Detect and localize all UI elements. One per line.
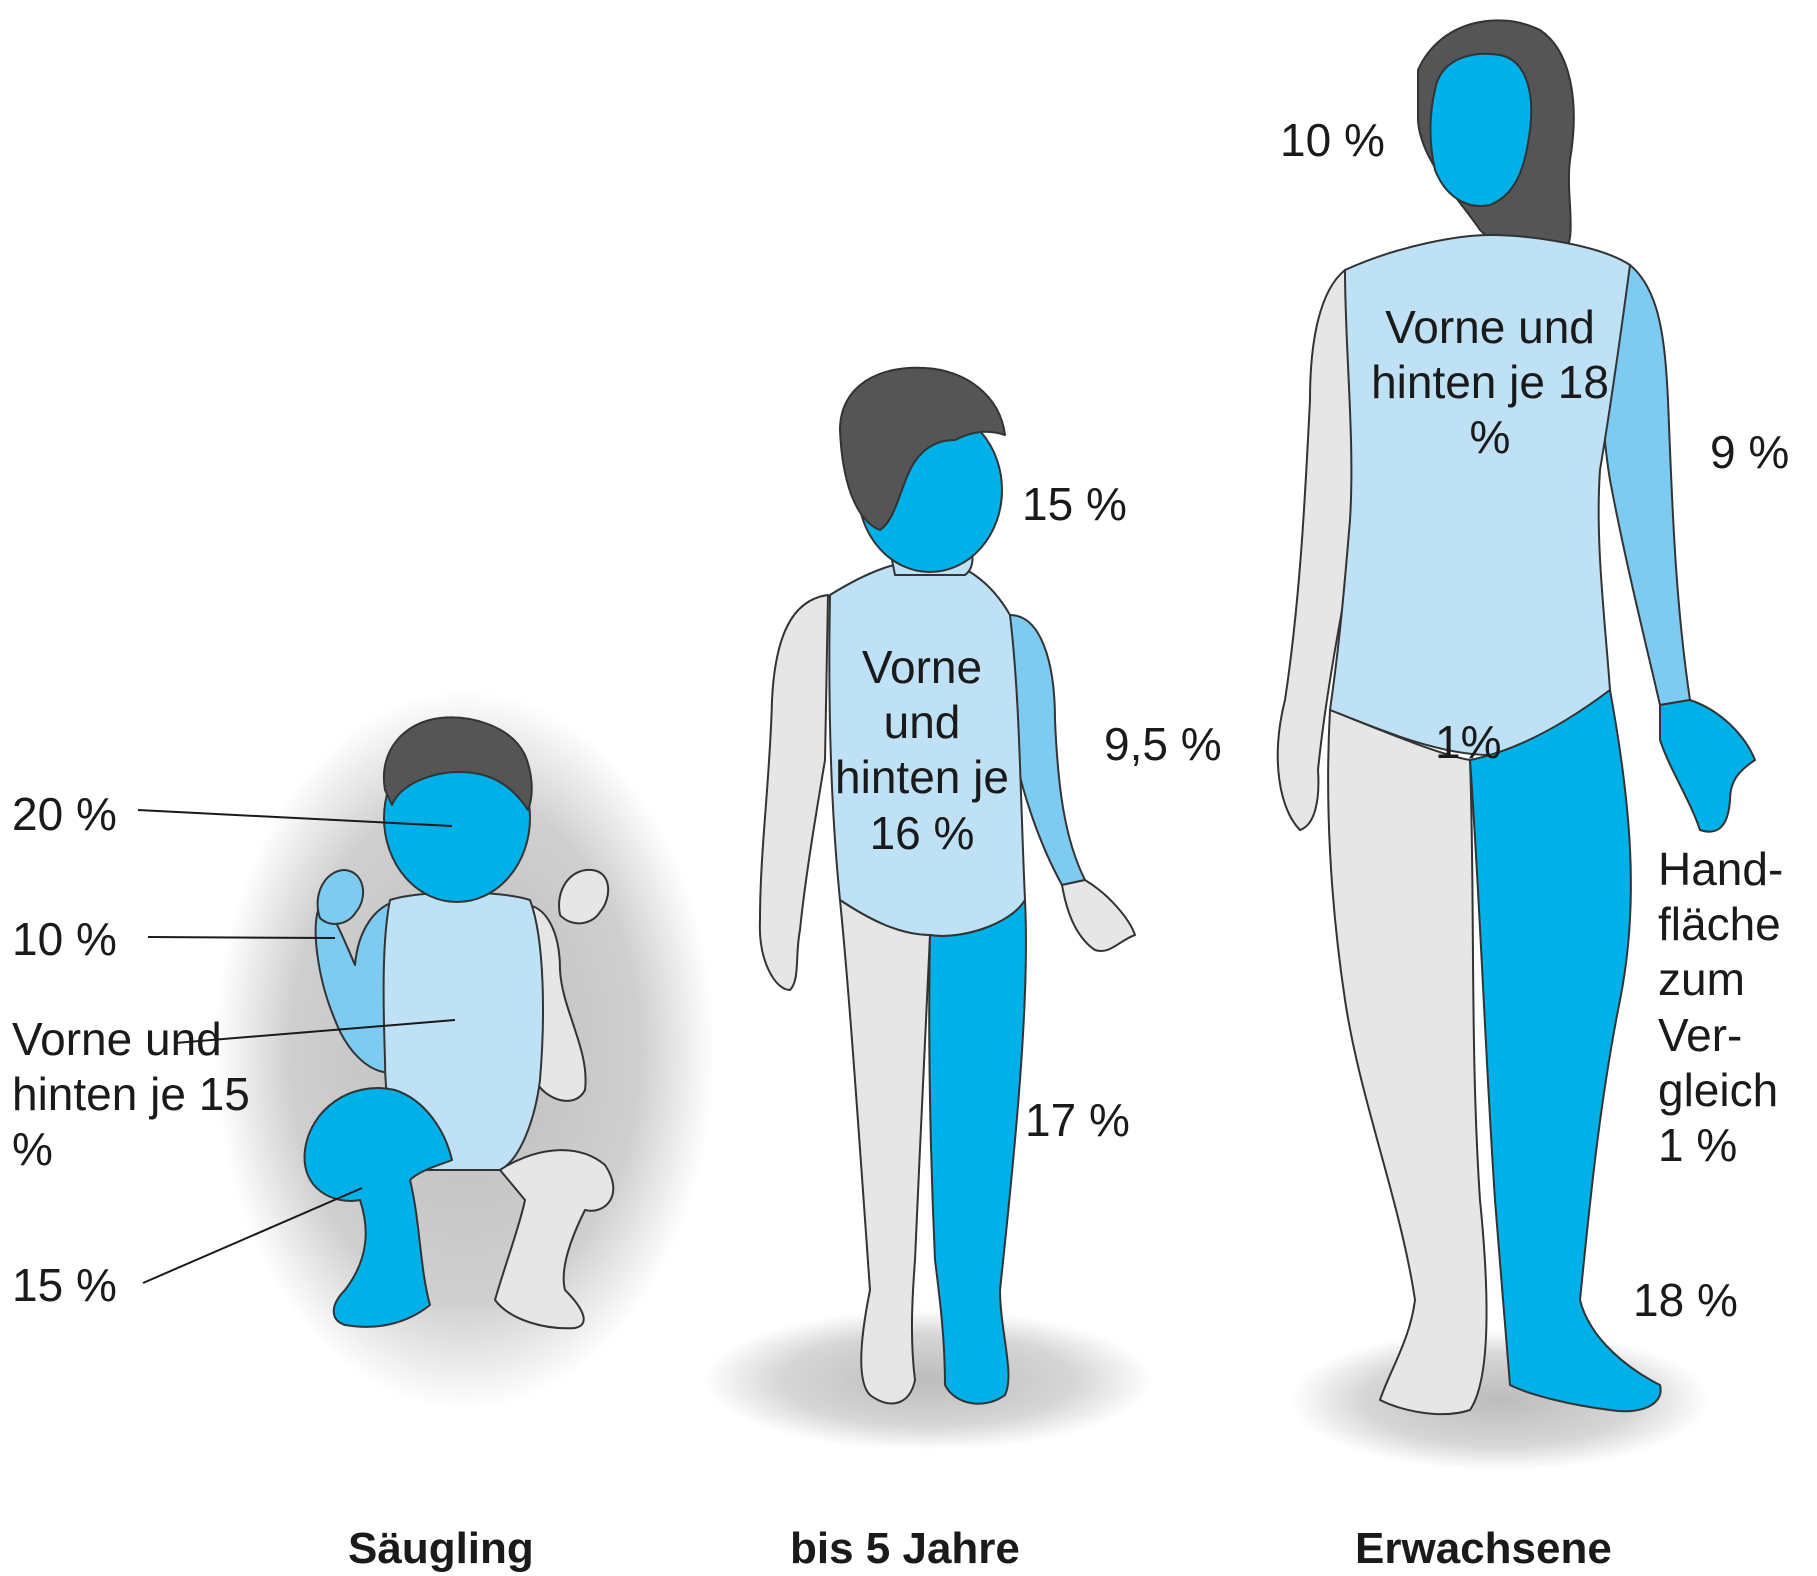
child-left-hand xyxy=(1062,880,1135,951)
adult-right-leg xyxy=(1328,710,1486,1414)
adult-left-hand xyxy=(1660,700,1755,832)
infant-figure xyxy=(215,690,715,1410)
infant-torso-label: Vorne und hinten je 15 % xyxy=(12,1012,272,1178)
adult-arm-label: 9 % xyxy=(1710,425,1789,480)
infant-arm-label: 10 % xyxy=(12,912,117,967)
adult-face xyxy=(1430,54,1531,206)
adult-genital-label: 1% xyxy=(1435,715,1501,770)
infant-head-label: 20 % xyxy=(12,787,117,842)
adult-figure xyxy=(1278,20,1755,1470)
child-arm-label: 9,5 % xyxy=(1104,717,1222,772)
adult-caption: Erwachsene xyxy=(1355,1524,1612,1574)
child-shadow xyxy=(703,1310,1153,1450)
child-torso-label: Vorne und hinten je 16 % xyxy=(832,640,1012,861)
child-caption: bis 5 Jahre xyxy=(790,1524,1020,1574)
infant-leg-label: 15 % xyxy=(12,1258,117,1313)
adult-head-label: 10 % xyxy=(1280,113,1385,168)
pointer-arm xyxy=(148,937,335,938)
infant-caption: Säugling xyxy=(348,1524,534,1574)
child-leg-label: 17 % xyxy=(1025,1093,1130,1148)
child-right-arm xyxy=(760,595,828,990)
adult-leg-label: 18 % xyxy=(1633,1273,1738,1328)
adult-palm-label: Hand­fläche zum Ver­gleich 1 % xyxy=(1658,842,1808,1173)
child-head-label: 15 % xyxy=(1022,477,1127,532)
adult-torso-label: Vorne und hinten je 18 % xyxy=(1360,300,1620,466)
